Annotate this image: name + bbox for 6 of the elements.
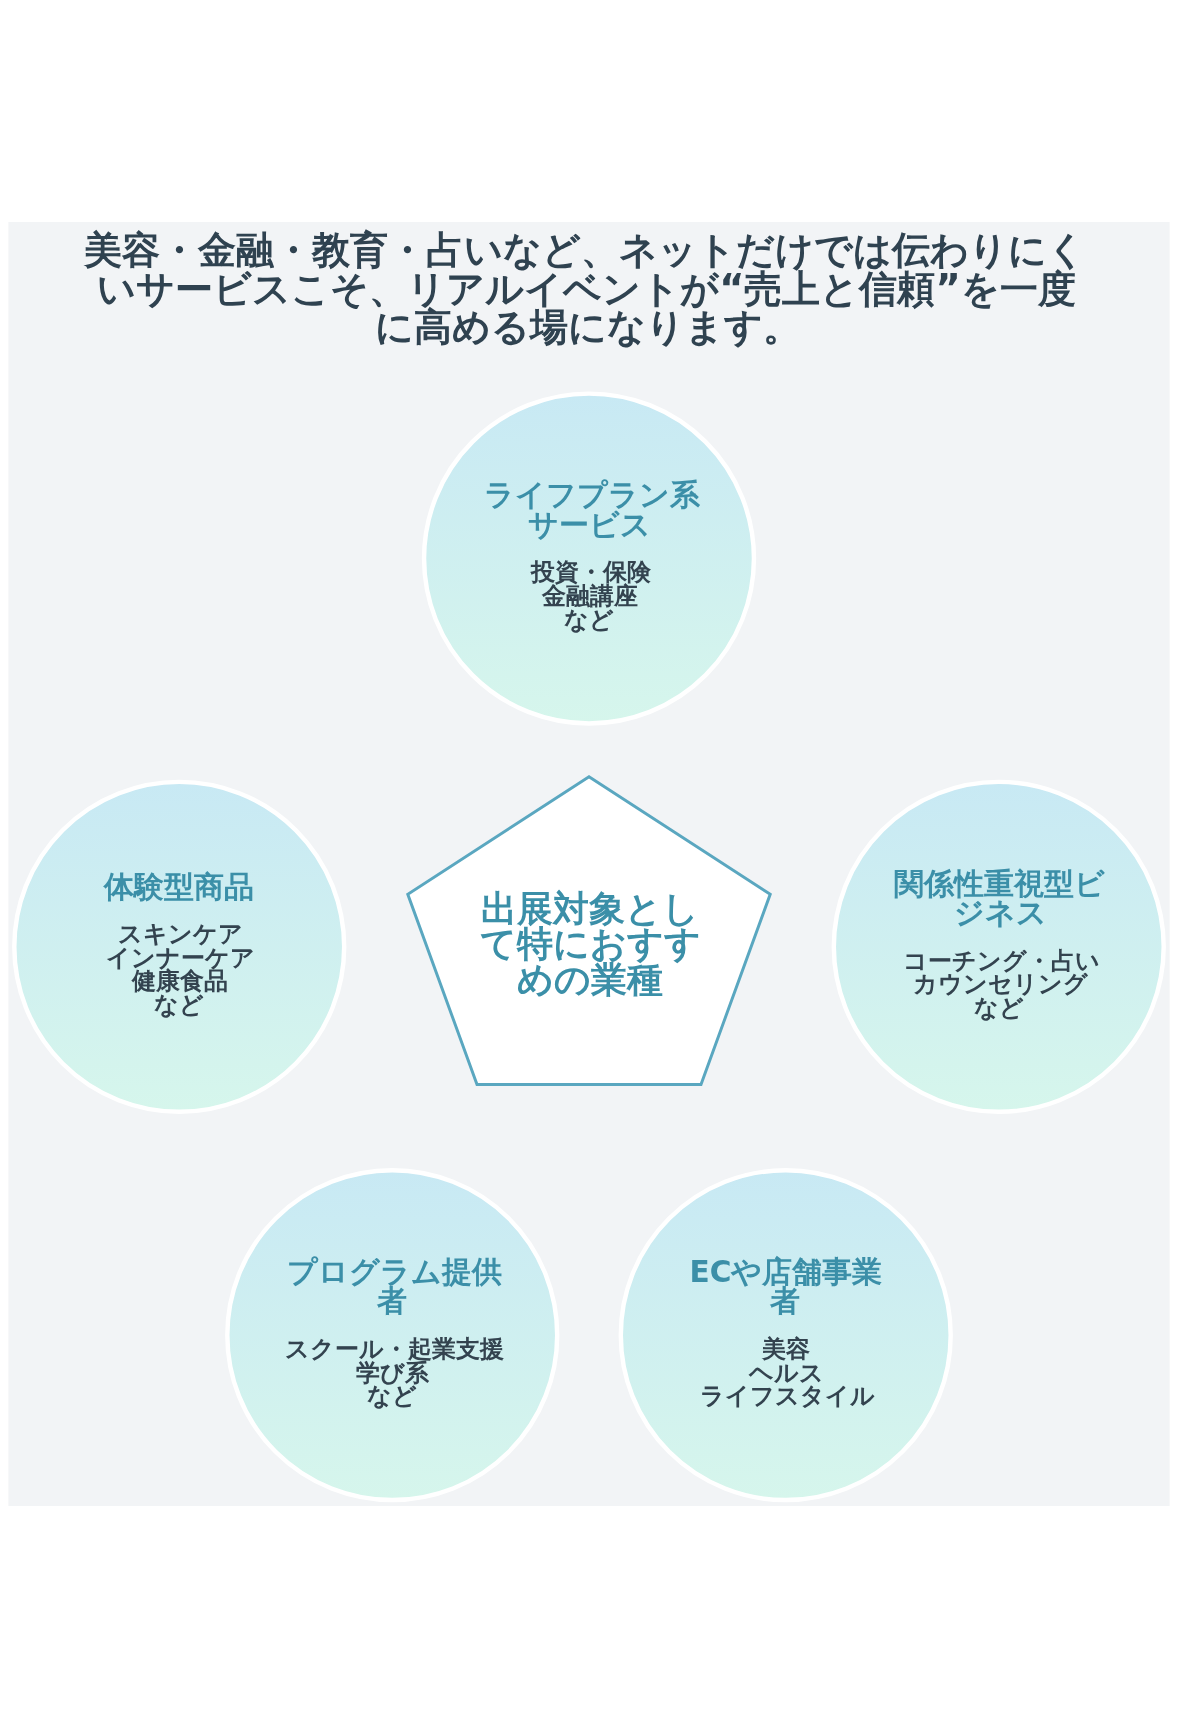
node-circle: ECや店舗事業者 美容 ヘルス ライフスタイル (618, 1167, 953, 1502)
node-circle: ライフプラン系サービス 投資・保険 金融講座 など (421, 390, 757, 726)
node-circle: 体験型商品 スキンケア インナーケア 健康食品 など (12, 779, 347, 1114)
node-circle: プログラム提供者 スクール・起業支援 学び系 など (225, 1167, 560, 1502)
diagram-title: 美容・金融・教育・占いなど、ネットだけでは伝わりにくいサービスこそ、リアルイベントが“売上と信頼”を一度に高める場になります。 (83, 226, 1086, 349)
node-circle: 関係性重視型ビジネス コーチング・占い カウンセリング など (831, 779, 1166, 1114)
